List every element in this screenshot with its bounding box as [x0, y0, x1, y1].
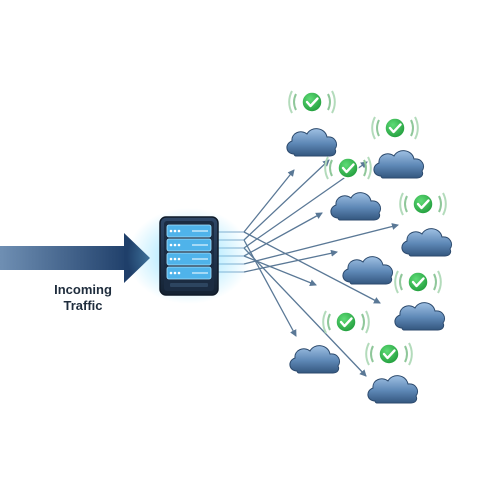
cloud-icon [330, 192, 382, 221]
distribution-arrow [243, 159, 330, 241]
cloud-icon [286, 128, 338, 157]
distribution-arrow [243, 212, 323, 257]
distribution-arrow [243, 247, 367, 377]
cloud-icon [394, 302, 446, 331]
check-circle-icon [364, 341, 414, 367]
cloud-icon [367, 375, 419, 404]
check-circle-icon [370, 115, 420, 141]
server-rack-icon [127, 208, 251, 304]
cloud-icon [401, 228, 453, 257]
cloud-icon [342, 256, 394, 285]
cloud-icon [373, 150, 425, 179]
distribution-arrow [243, 231, 381, 304]
distribution-arrow [243, 223, 399, 265]
cloud-icon [289, 345, 341, 374]
label-line-2: Traffic [63, 298, 103, 313]
distribution-arrow [243, 169, 295, 233]
distribution-arrow [243, 255, 317, 287]
check-circle-icon [287, 89, 337, 115]
check-circle-icon [398, 191, 448, 217]
check-circle-icon [393, 269, 443, 295]
check-circle-icon [321, 309, 371, 335]
incoming-traffic-label: Incoming Traffic [28, 282, 138, 314]
server-slots [166, 224, 212, 280]
check-circle-icon [323, 155, 373, 181]
label-line-1: Incoming [54, 282, 112, 297]
distribution-arrow [243, 239, 297, 337]
